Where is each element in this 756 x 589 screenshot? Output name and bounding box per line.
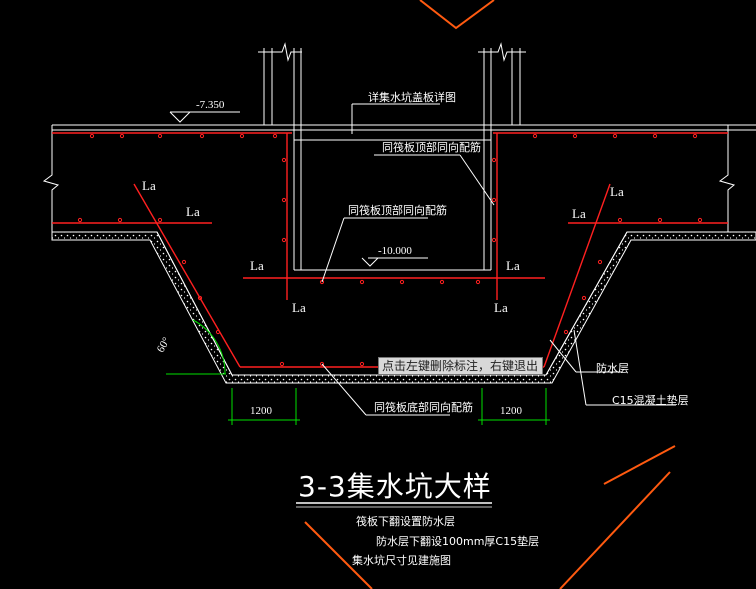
rebar-b-label: 同筏板顶部同向配筋 (348, 203, 447, 217)
note-line-3: 集水坑尺寸见建施图 (352, 553, 451, 567)
note-line-1: 筏板下翻设置防水层 (356, 514, 455, 528)
elev-top-label: -7.350 (196, 99, 225, 111)
dimension-lines (166, 319, 550, 425)
drawing-title: 3-3集水坑大样 (298, 470, 492, 503)
highlight-lines (304, 0, 676, 589)
la-label-4: La (572, 206, 586, 221)
leader-lines (321, 103, 676, 416)
dim-left-label: 1200 (250, 405, 273, 417)
la-label-6: La (292, 300, 306, 315)
dim-right-label: 1200 (500, 405, 523, 417)
la-label-2: La (186, 204, 200, 219)
waterproof-label: 防水层 (596, 361, 629, 375)
drawing-text: -7.350 -10.000 详集水坑盖板详图 同筏板顶部同向配筋 同筏板顶部同… (142, 90, 689, 567)
angle-label: 60° (155, 335, 173, 354)
cad-tooltip: 点击左键删除标注，右键退出 (378, 357, 543, 375)
note-line-2: 防水层下翻设100mm厚C15垫层 (376, 534, 539, 548)
la-label-1: La (142, 178, 156, 193)
cover-ref-label: 详集水坑盖板详图 (368, 90, 456, 104)
rebar-a-label: 同筏板顶部同向配筋 (382, 140, 481, 154)
rebar-c-label: 同筏板底部同向配筋 (374, 400, 473, 414)
la-label-5: La (250, 258, 264, 273)
elevation-markers (169, 111, 428, 267)
la-label-3: La (610, 184, 624, 199)
elev-pit-label: -10.000 (378, 245, 412, 257)
la-label-8: La (494, 300, 508, 315)
la-label-7: La (506, 258, 520, 273)
cushion-label: C15混凝土垫层 (612, 393, 689, 407)
